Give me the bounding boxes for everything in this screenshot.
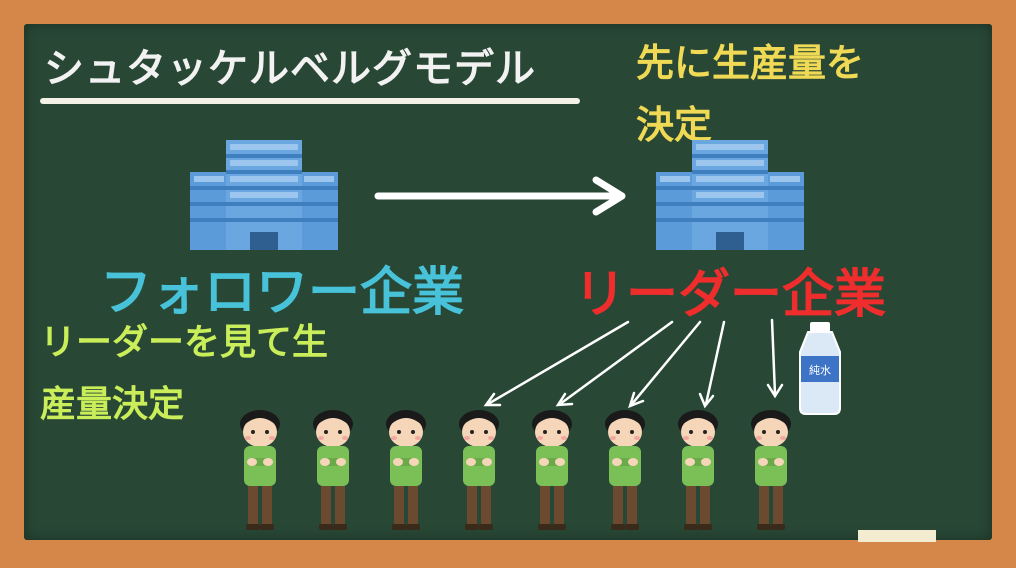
follower-note-line1: リーダーを見て生 bbox=[40, 322, 329, 363]
leader-firm-label: リーダー企業 bbox=[574, 265, 887, 325]
consumer-arrow-icon bbox=[630, 320, 702, 406]
leader-building-icon bbox=[656, 140, 804, 250]
chalkboard bbox=[24, 24, 992, 540]
leader-to-consumers-arrows bbox=[483, 318, 784, 409]
consumer-person-icon bbox=[678, 410, 718, 530]
consumer-arrow-head-icon bbox=[698, 392, 715, 409]
leader-note-line1: 先に生産量を bbox=[636, 41, 865, 85]
consumer-person-icon bbox=[386, 410, 426, 530]
consumer-arrow-icon bbox=[704, 320, 726, 406]
water-bottle-icon: 純水 bbox=[799, 322, 841, 415]
consumer-arrow-icon bbox=[770, 318, 777, 396]
follower-note-line2: 産量決定 bbox=[40, 384, 185, 425]
consumer-person-icon bbox=[313, 410, 353, 530]
consumer-person-icon bbox=[532, 410, 572, 530]
consumer-arrow-head-icon bbox=[483, 392, 502, 407]
follower-note: リーダーを見て生 産量決定 bbox=[40, 312, 328, 436]
follower-building-icon bbox=[190, 140, 338, 250]
consumer-person-icon bbox=[459, 410, 499, 530]
consumer-arrow-head-icon bbox=[628, 391, 645, 409]
consumer-arrow-head-icon bbox=[555, 392, 574, 407]
consumer-arrow-icon bbox=[486, 320, 630, 406]
leader-note-line2: 決定 bbox=[636, 103, 713, 147]
water-bottle-label: 純水 bbox=[809, 364, 831, 377]
consumer-person-icon bbox=[751, 410, 791, 530]
follower-to-leader-arrow-icon bbox=[374, 176, 626, 216]
leader-note: 先に生産量を 決定 bbox=[636, 32, 864, 156]
consumer-person-icon bbox=[605, 410, 645, 530]
title-underline bbox=[40, 98, 580, 104]
consumer-person-icon bbox=[240, 410, 280, 530]
consumer-arrow-icon bbox=[558, 320, 674, 406]
consumer-arrow-head-icon bbox=[766, 383, 784, 399]
chalk-piece bbox=[858, 530, 936, 542]
diagram-title: シュタッケルベルグモデル bbox=[44, 46, 536, 92]
follower-firm-label: フォロワー企業 bbox=[100, 263, 465, 323]
